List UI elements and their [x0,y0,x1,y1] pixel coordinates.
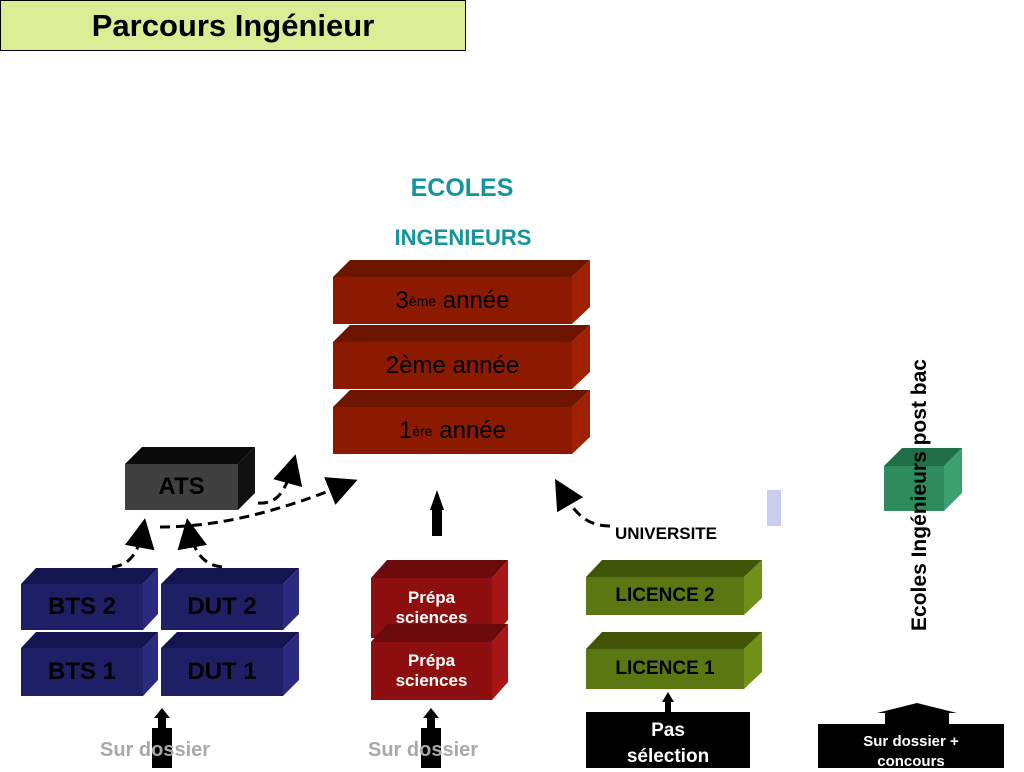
bts1-block [21,632,158,696]
year3-number: 3 [395,286,409,314]
concours-line1: Sur dossier + [863,733,959,750]
dashed-arrow-universite-to-ecole [554,478,611,528]
prepa-lower-label: Prépa sciences [371,642,492,700]
ingenieurs-heading: INGENIEURS [394,225,532,250]
dut2-block [161,568,299,630]
prepa-upper-line2: sciences [395,608,468,627]
licence2-block [586,560,762,615]
dut1-block [161,632,299,696]
licence1-block [586,632,762,689]
entry-arrow-postbac [877,703,957,724]
sur-dossier-middle: Sur dossier [368,739,479,761]
entry-arrow-bts-dut [152,708,172,768]
postbac-cube [884,448,962,511]
decorative-smudge [767,490,781,526]
prepa-upper-label: Prépa sciences [371,578,492,638]
year1-word: année [432,416,506,444]
bts2-block [21,568,158,630]
entry-arrow-prepa [421,708,441,768]
pas-selection-label: Pas sélection [586,712,750,768]
year1-number: 1 [399,416,413,444]
sur-dossier-left: Sur dossier [100,739,211,761]
ecole-year2-label: 2ème année [385,351,520,379]
prepa-lower-line2: sciences [395,671,468,690]
dashed-arrow-dut-to-ats [177,518,223,569]
dashed-arrow-ats-to-ecole-left [257,454,303,505]
dut2-label: DUT 2 [187,593,257,620]
ecole-year3-block [333,260,590,324]
year3-word: année [436,286,510,314]
ats-block [125,447,255,510]
year3-superscript: ème [408,292,437,309]
licence2-label: LICENCE 2 [615,585,715,606]
sur-dossier-concours-label: Sur dossier + concours [818,724,1004,770]
postbac-text: Ecoles Ingénieurs post bac [908,359,931,631]
ecole-year1-block [333,390,590,454]
entry-arrow-licence [662,692,674,714]
dut1-label: DUT 1 [187,658,257,685]
ecoles-heading: ECOLES [410,174,514,202]
pas-selection-line2: sélection [626,746,710,767]
prepa-lower-line1: Prépa [407,651,456,670]
ecole-year2-block [333,325,590,389]
bts1-label: BTS 1 [47,658,116,685]
prepa-lower-block [371,624,508,700]
ats-label: ATS [158,473,205,500]
concours-line2: concours [877,753,945,770]
solid-arrow-prepa-to-ecole [430,490,444,536]
dashed-arrow-bts-to-ats [111,518,155,569]
universite-label: UNIVERSITE [615,524,718,543]
prepa-upper-line1: Prépa [407,588,456,607]
licence1-label: LICENCE 1 [615,658,715,679]
year1-superscript: ère [412,422,433,439]
pas-selection-line1: Pas [651,720,685,741]
sur-dossier-concours-box [818,724,1004,768]
slide-title: Parcours Ingénieur [0,0,466,51]
bts2-label: BTS 2 [47,593,116,620]
pas-selection-box [586,712,750,768]
